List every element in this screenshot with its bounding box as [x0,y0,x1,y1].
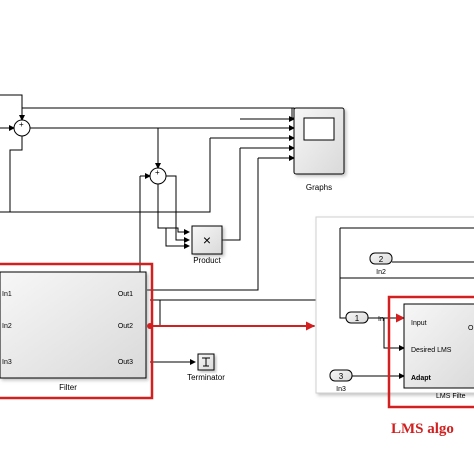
filter-port-in3: In3 [2,359,12,366]
lms-port-output: O [468,325,474,332]
filter-port-in1: In1 [2,291,12,298]
terminator-label: Terminator [187,373,225,382]
filter-port-in2: In2 [2,323,12,330]
filter-highlight-box [0,262,154,400]
lms-caption: LMS algo [391,421,454,437]
lms-port-adapt: Adapt [411,375,432,382]
lms-port-input: Input [411,320,427,327]
inset-panel: 2 In2 1 In 3 In3 Input Desired LMS Adapt… [315,216,474,409]
inset-inport-2-number: 2 [379,255,384,264]
lms-highlight-box [387,295,474,409]
sum-block-1[interactable]: + [13,119,31,137]
filter-port-out2: Out2 [118,323,133,330]
inset-inport-1-number: 1 [355,314,360,323]
terminator-block[interactable]: Terminator [187,353,225,382]
filter-port-out3: Out3 [118,359,133,366]
lms-port-desired: Desired LMS [411,347,452,354]
graphs-scope-block[interactable]: Graphs [293,107,345,192]
product-block[interactable]: × Product [191,225,223,265]
filter-label: Filter [59,383,77,392]
inset-inport-3[interactable]: 3 In3 [329,369,353,393]
sum2-sign: + [155,168,160,177]
inset-inport-2[interactable]: 2 In2 [369,252,393,276]
inset-inport-3-label: In3 [336,386,346,393]
inset-inport-3-number: 3 [339,372,344,381]
lms-filter-block[interactable]: Input Desired LMS Adapt O LMS Filte [403,303,474,400]
inset-inport-1[interactable]: 1 In [345,311,384,324]
inset-inport-2-label: In2 [376,269,386,276]
inset-inport-1-label: In [378,316,384,323]
sum-block-2[interactable]: + [149,167,167,185]
filter-subsystem-block[interactable]: In1 In2 In3 Out1 Out2 Out3 Filter [0,271,147,392]
lms-filter-label: LMS Filte [436,393,466,400]
product-label: Product [193,256,221,265]
sum1-sign: + [19,120,24,129]
product-symbol: × [203,232,211,248]
filter-port-out1: Out1 [118,291,133,298]
highlight-arrow-start-dot [147,323,153,329]
graphs-label: Graphs [306,183,332,192]
